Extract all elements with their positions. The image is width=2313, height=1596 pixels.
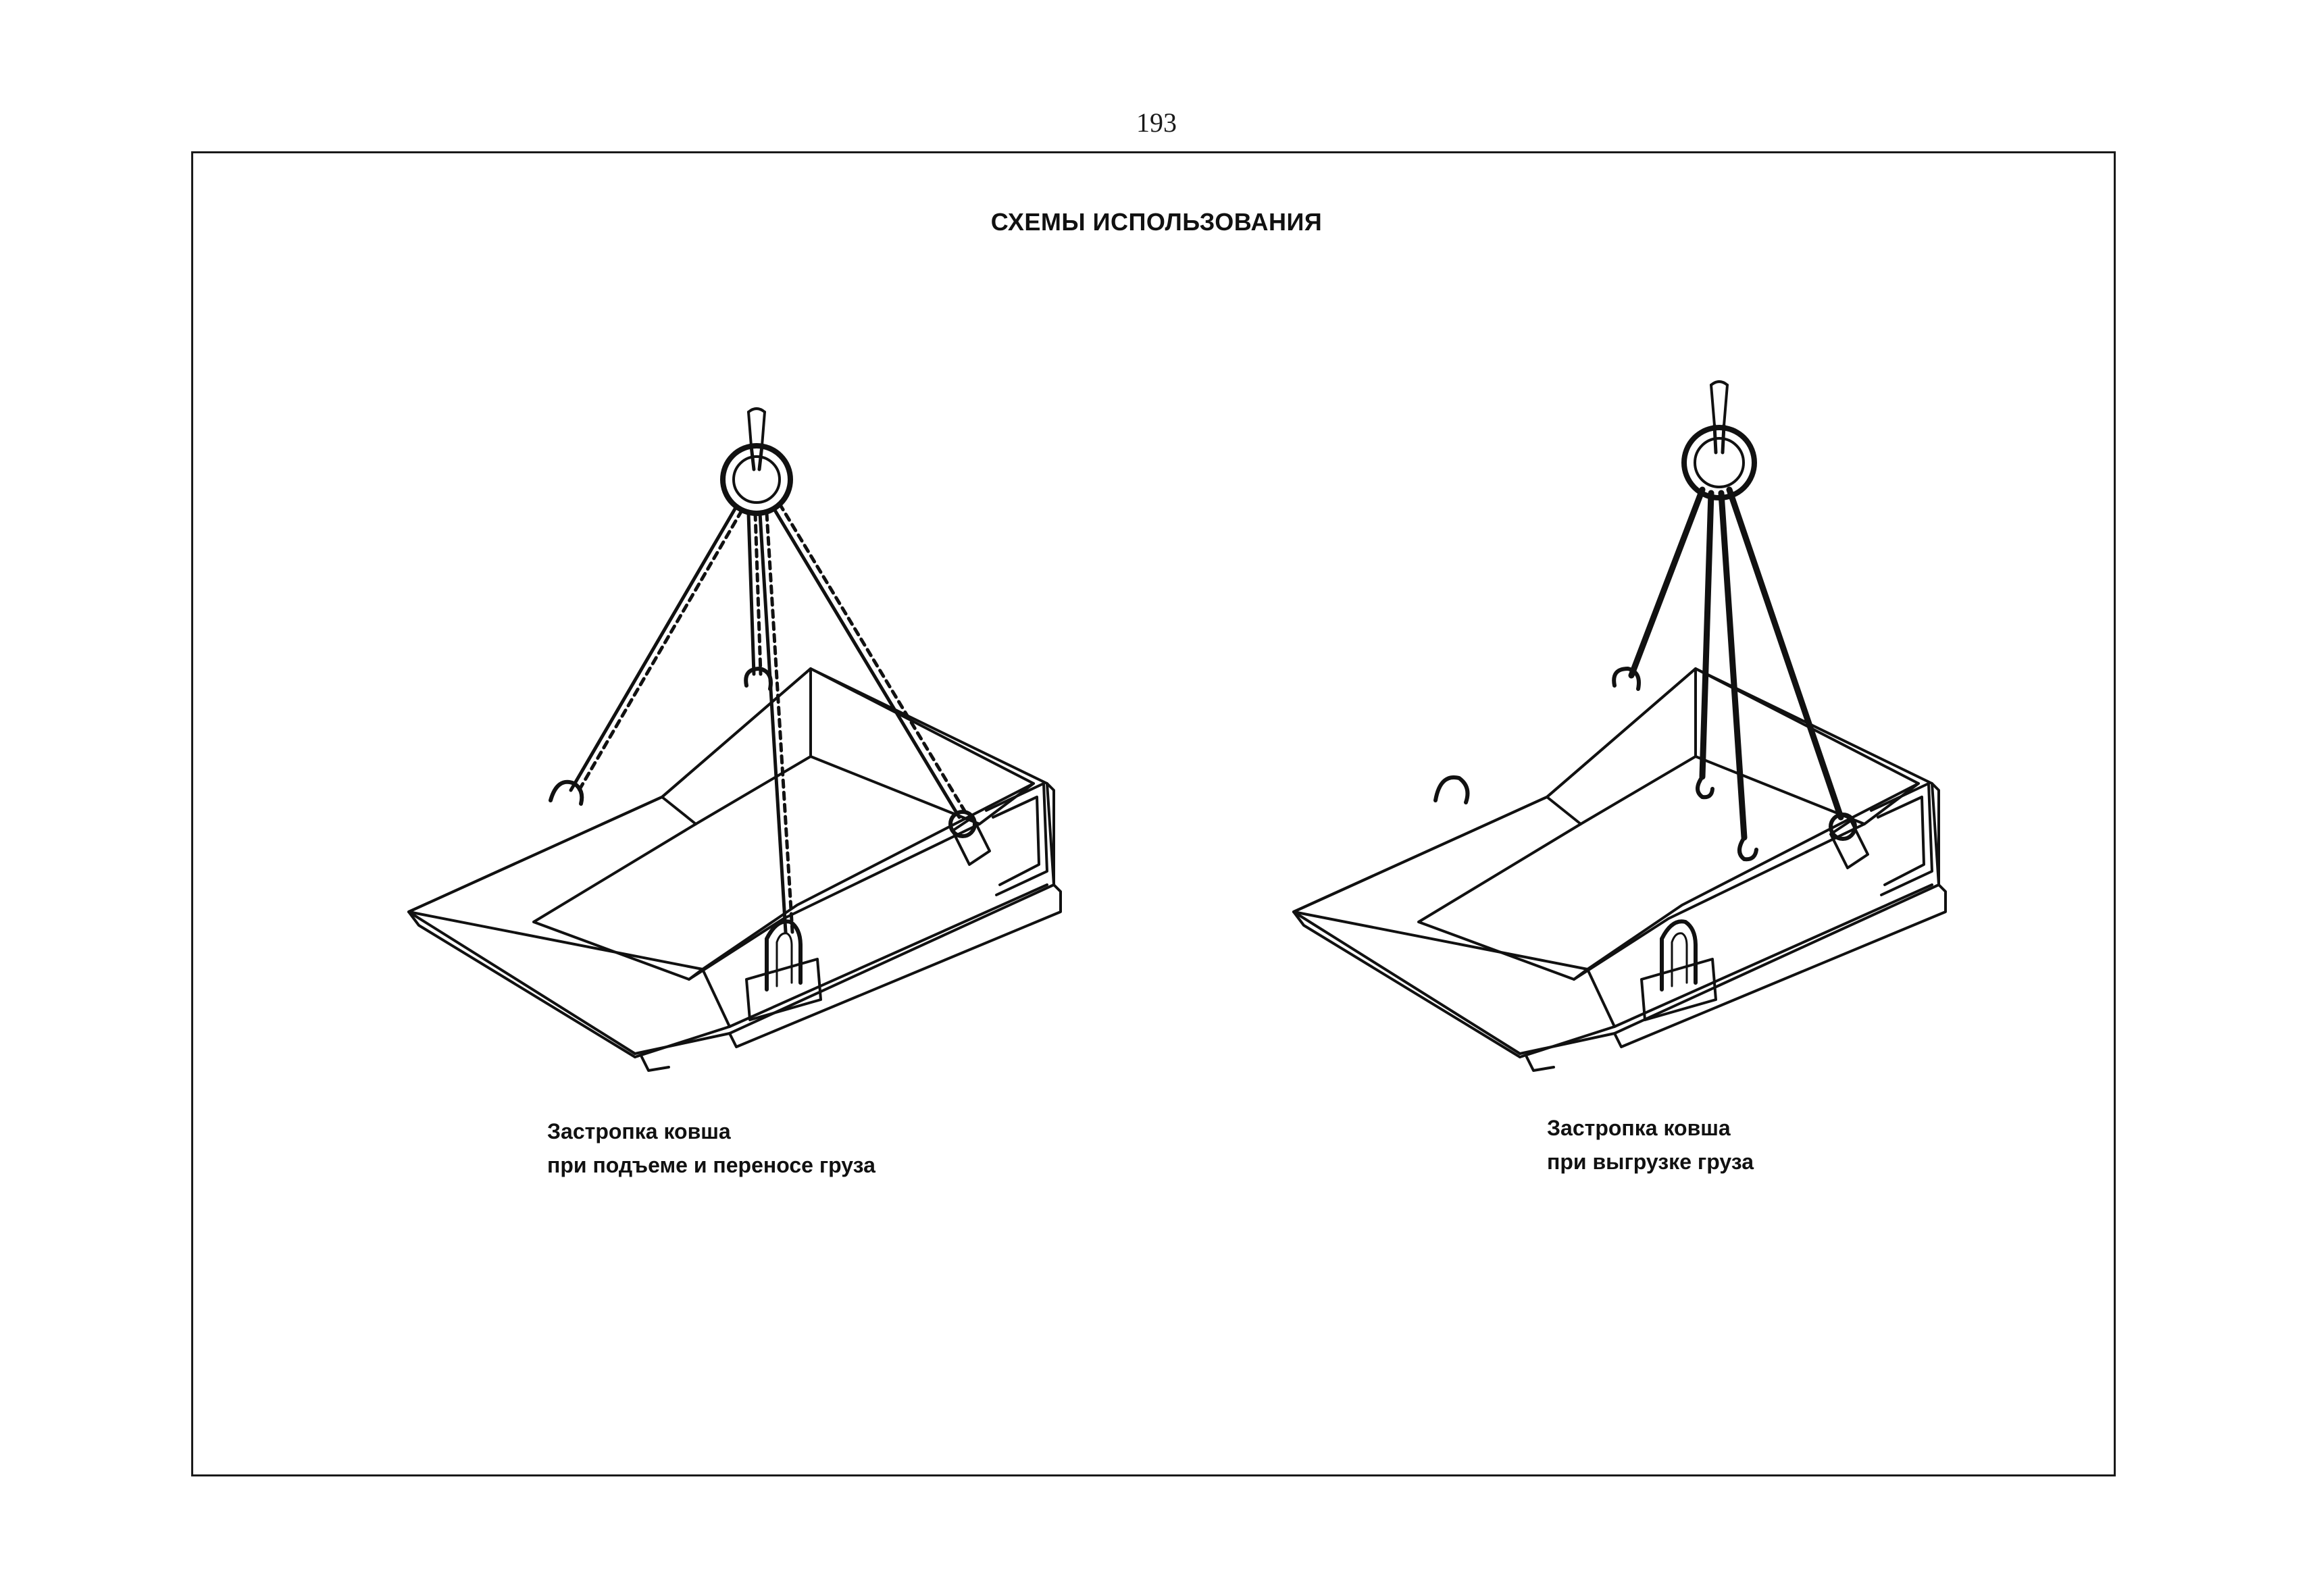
sling-front	[758, 511, 788, 934]
figure-caption-lifting: Застропка ковша при подъеме и переносе г…	[547, 1114, 875, 1182]
diagram-frame	[191, 151, 2116, 1476]
bucket-unloading-illustration	[1292, 380, 1947, 1072]
sling-back	[1628, 486, 1706, 679]
caption-line: при подъеме и переносе груза	[547, 1153, 875, 1177]
figure-caption-unloading: Застропка ковша при выгрузке груза	[1547, 1111, 1754, 1179]
hook-icon	[1737, 835, 1758, 862]
caption-line: Застропка ковша	[1547, 1116, 1731, 1140]
front-lug	[1640, 958, 1717, 1021]
caption-line: при выгрузке груза	[1547, 1150, 1754, 1174]
sling-left	[569, 505, 738, 792]
sling-hook-2	[1718, 490, 1748, 841]
bucket-lifting-illustration	[407, 407, 1062, 1072]
back-lug	[1612, 667, 1641, 691]
sling-right	[771, 506, 961, 819]
left-lug	[1433, 775, 1470, 804]
caption-line: Застропка ковша	[547, 1119, 731, 1143]
front-lug	[745, 958, 822, 1021]
crane-rope	[747, 411, 766, 447]
hook-icon	[1696, 775, 1714, 800]
right-lug	[951, 816, 991, 866]
sling-back	[746, 511, 756, 676]
bucket-body	[407, 667, 1055, 1055]
page-title: СХЕМЫ ИСПОЛЬЗОВАНИЯ	[990, 208, 1323, 236]
right-lug	[1829, 819, 1869, 869]
left-lug	[549, 779, 584, 806]
crane-rope	[1710, 384, 1729, 427]
bucket-body	[1292, 667, 1940, 1055]
sling-hook-1	[1699, 490, 1714, 780]
page-number: 193	[1136, 107, 1177, 138]
sling-right	[1726, 486, 1844, 821]
back-lug	[744, 667, 773, 691]
